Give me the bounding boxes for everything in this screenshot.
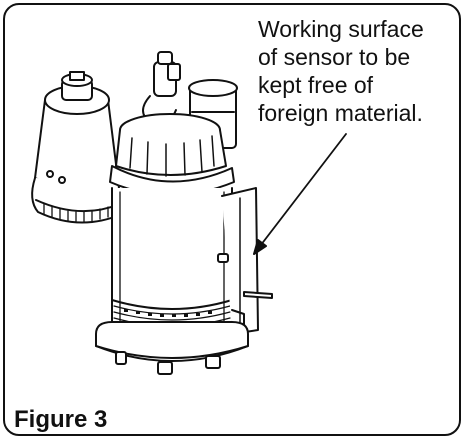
figure-label: Figure 3 (14, 406, 108, 433)
motor-housing (31, 71, 123, 224)
callout-arrow (253, 133, 347, 255)
figure-frame (3, 3, 461, 436)
sensor-callout-text: Working surface of sensor to be kept fre… (258, 16, 424, 126)
float-switch (142, 51, 181, 124)
pump-body (111, 187, 233, 340)
pump-base (95, 321, 249, 375)
pump-head (109, 113, 235, 196)
